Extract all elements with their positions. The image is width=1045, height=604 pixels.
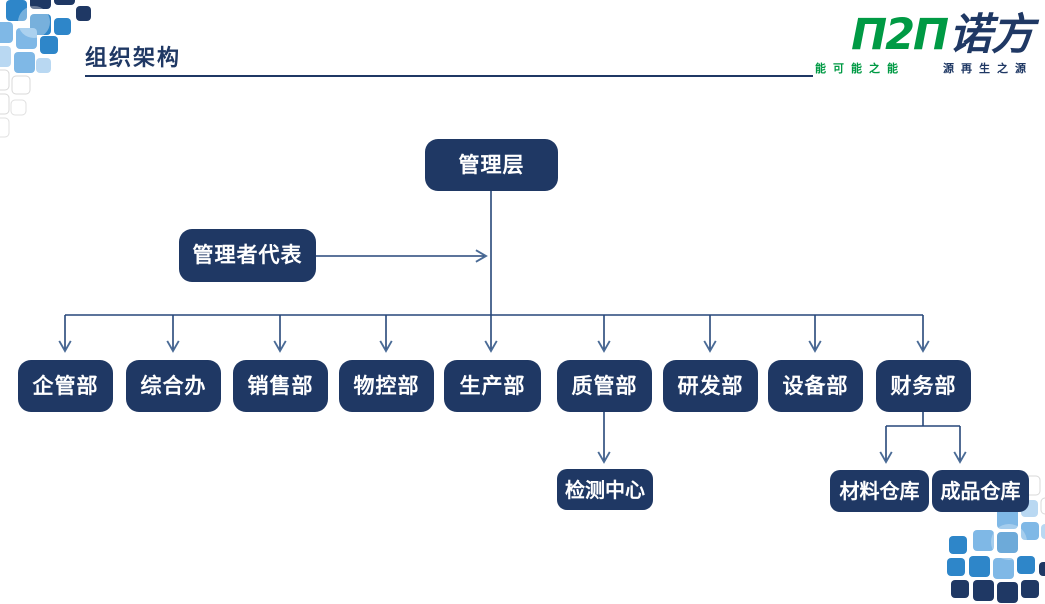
company-logo: П2П 诺方 能可能之能 源再生之源 xyxy=(815,10,1034,75)
org-node-dept-material-control: 物控部 xyxy=(339,360,434,412)
org-node-dept-quality: 质管部 xyxy=(557,360,652,412)
logo-tagline: 能可能之能 源再生之源 xyxy=(815,63,1033,74)
org-node-management: 管理层 xyxy=(425,139,558,191)
org-node-testing-center: 检测中心 xyxy=(557,469,653,510)
tagline-right: 源再生之源 xyxy=(943,62,1033,75)
logo-symbol: П2П xyxy=(851,10,949,60)
page-title: 组织架构 xyxy=(85,46,182,71)
org-node-dept-sales: 销售部 xyxy=(233,360,328,412)
org-node-finished-goods-warehouse: 成品仓库 xyxy=(932,470,1029,512)
org-node-dept-rnd: 研发部 xyxy=(663,360,758,412)
org-node-dept-general-office: 综合办 xyxy=(126,360,221,412)
org-node-dept-finance: 财务部 xyxy=(876,360,971,412)
logo-wordmark: 诺方 xyxy=(949,10,1034,60)
org-node-dept-production: 生产部 xyxy=(444,360,541,412)
title-underline xyxy=(85,75,813,77)
org-node-management-representative: 管理者代表 xyxy=(179,229,316,282)
org-node-material-warehouse: 材料仓库 xyxy=(830,470,929,512)
tagline-left: 能可能之能 xyxy=(815,62,905,75)
org-node-dept-enterprise-management: 企管部 xyxy=(18,360,113,412)
org-node-dept-equipment: 设备部 xyxy=(768,360,863,412)
